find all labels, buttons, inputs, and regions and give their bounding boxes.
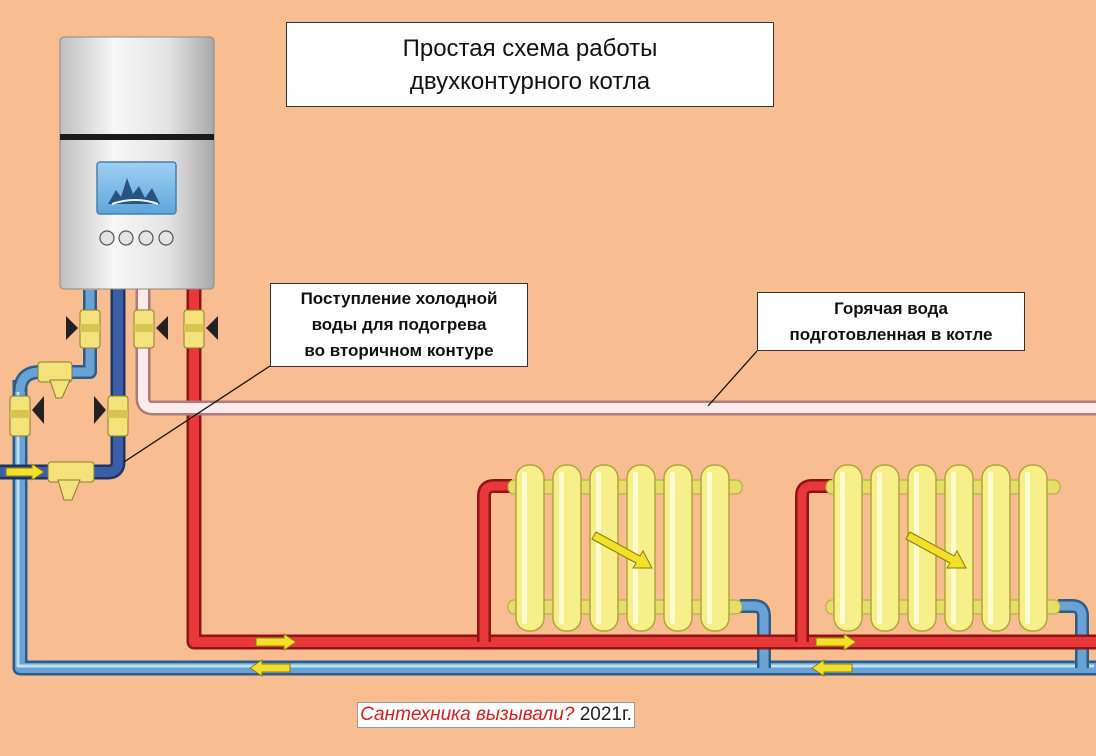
ball-valve-supply bbox=[183, 309, 218, 349]
ball-valve-cold-inlet bbox=[94, 395, 129, 437]
flow-arrow-icon bbox=[591, 531, 653, 569]
boiler bbox=[59, 36, 215, 290]
ball-valve-return bbox=[66, 309, 101, 349]
title-line: двухконтурного котла bbox=[409, 67, 651, 95]
cold-water-label-line: во вторичном контуре bbox=[304, 341, 494, 360]
cold-water-label-line: Поступление холодной bbox=[300, 289, 498, 308]
cold-water-label-line: воды для подогрева bbox=[311, 315, 487, 334]
radiator-right bbox=[825, 464, 1061, 632]
leader-line-hot bbox=[707, 350, 758, 407]
stamp-text: Сантехника вызывали? bbox=[360, 704, 575, 725]
stamp-year: 2021г. bbox=[579, 704, 632, 725]
ball-valve-hot bbox=[133, 309, 168, 349]
cold-water-label: Поступление холодной воды для подогрева … bbox=[270, 283, 528, 367]
hot-water-label-line: подготовленная в котле bbox=[789, 324, 993, 344]
hot-water-label: Горячая вода подготовленная в котле bbox=[757, 292, 1025, 351]
flow-arrow-icon bbox=[249, 659, 291, 677]
watermark-stamp: Сантехника вызывали? 2021г. bbox=[357, 702, 635, 728]
cold-inlet-pipe bbox=[0, 288, 126, 480]
hot-water-pipe bbox=[135, 288, 1096, 416]
flow-arrow-icon bbox=[811, 659, 853, 677]
ball-valve-bypass bbox=[9, 395, 44, 437]
mesh-filter-upper bbox=[37, 361, 73, 399]
diagram-title: Простая схема работы двухконтурного котл… bbox=[286, 22, 774, 107]
leader-line-cold bbox=[123, 365, 271, 463]
radiator-left bbox=[507, 464, 743, 632]
flow-arrow-icon bbox=[815, 633, 857, 651]
flow-arrow-icon bbox=[5, 463, 45, 481]
mesh-filter-lower bbox=[47, 461, 95, 501]
hot-water-label-line: Горячая вода bbox=[834, 298, 948, 318]
flow-arrow-icon bbox=[905, 531, 967, 569]
title-line: Простая схема работы bbox=[402, 34, 658, 62]
flow-arrow-icon bbox=[255, 633, 297, 651]
